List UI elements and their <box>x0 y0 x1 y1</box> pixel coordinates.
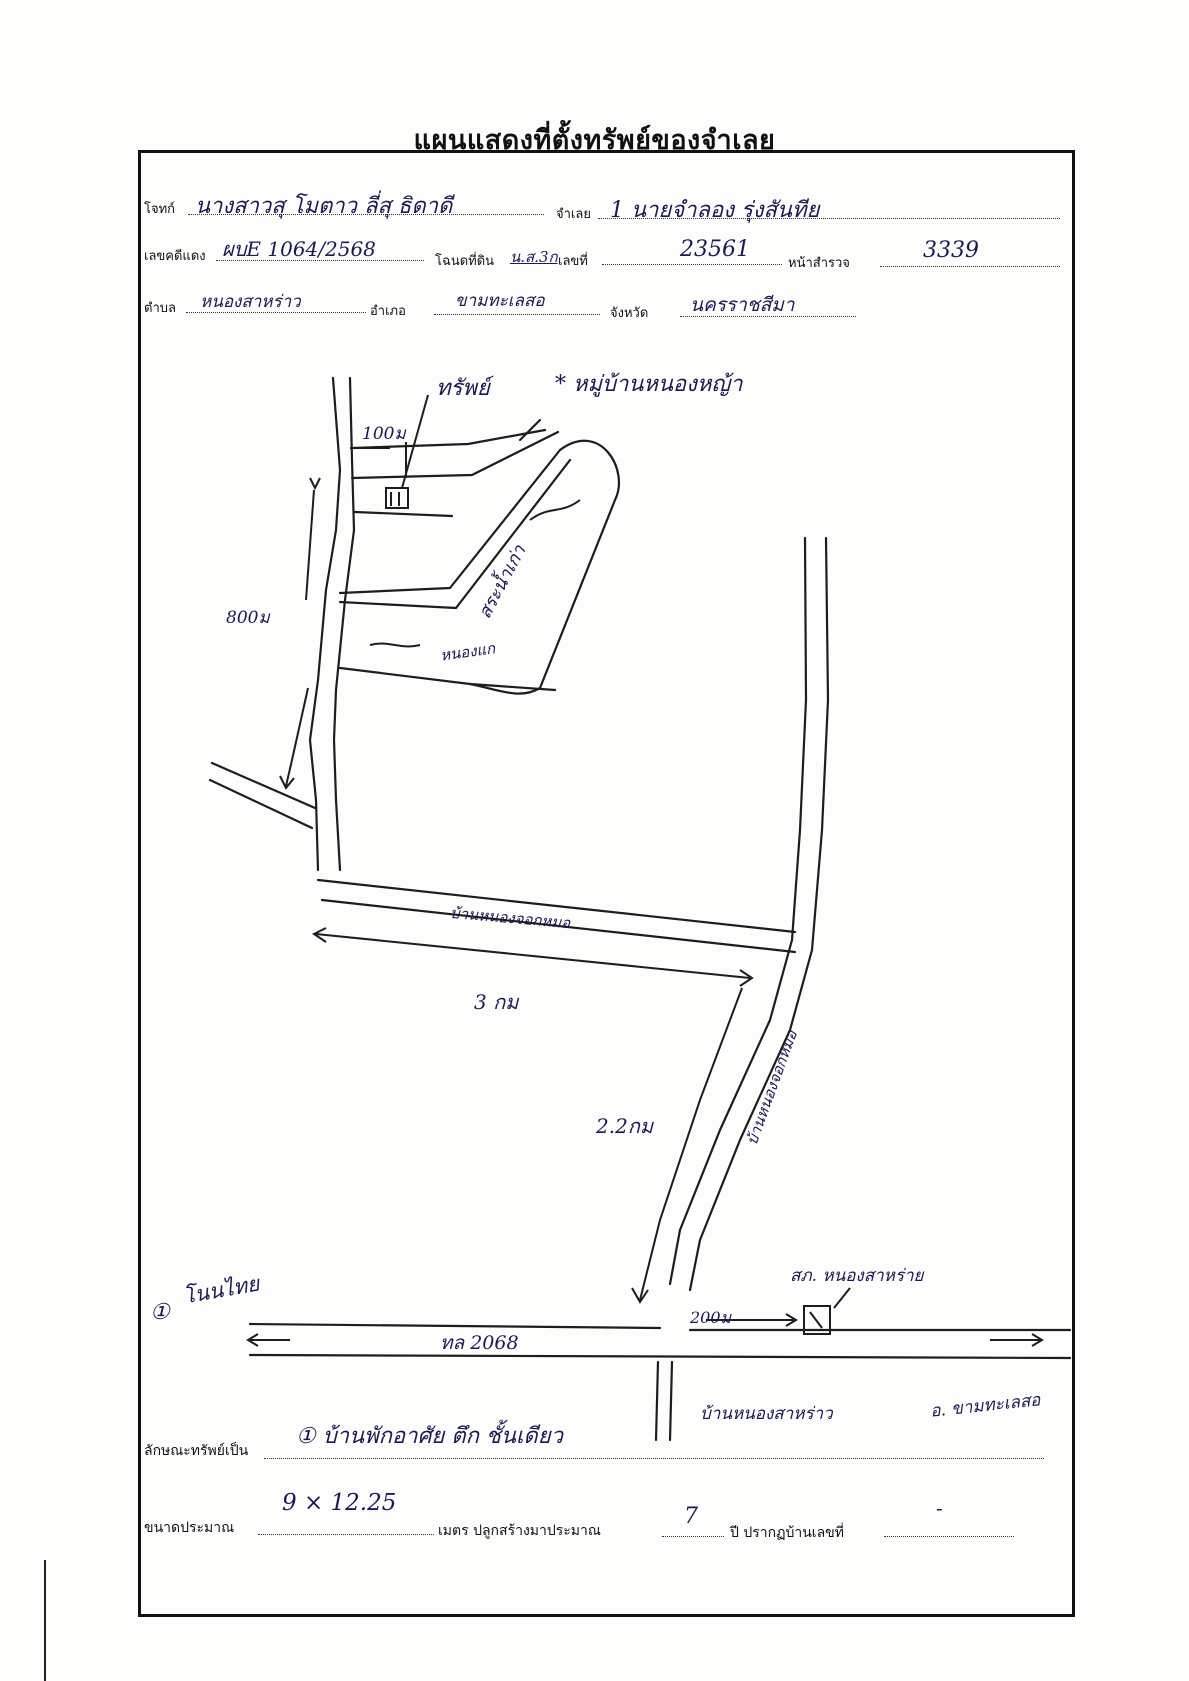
label-property: ทรัพย์ <box>436 376 490 401</box>
province-label: จังหวัด <box>610 306 649 321</box>
years-dots <box>662 1536 724 1537</box>
case-label: เลขคดีแดง <box>144 249 206 264</box>
type-value: ① บ้านพักอาศัย ตึก ชั้นเดียว <box>296 1424 563 1449</box>
case-value: ผบE 1064/2568 <box>222 237 376 261</box>
case-dots <box>216 260 424 261</box>
year-label: ปี ปรากฏบ้านเลขที่ <box>730 1525 844 1541</box>
province-value: นครราชสีมา <box>690 294 795 316</box>
district-dots <box>434 314 600 315</box>
number-label: เลขที่ <box>558 254 588 269</box>
subdistrict-value: หนองสาหร่าว <box>200 292 301 312</box>
province-dots <box>680 316 856 317</box>
years-value: 7 <box>684 1504 698 1529</box>
meter-label: เมตร ปลูกสร้างมาประมาณ <box>438 1523 601 1539</box>
label-dist-100: 100ม <box>362 424 406 444</box>
label-dist-3km: 3 กม <box>474 990 519 1014</box>
deed-type: น.ส.3ก <box>510 248 558 266</box>
size-dots <box>258 1534 434 1535</box>
number-dots <box>602 264 782 265</box>
label-school: สภ. หนองสาหร่าย <box>790 1266 924 1286</box>
deed-label: โฉนดที่ดิน <box>435 254 495 269</box>
number-value: 23561 <box>680 237 750 262</box>
map-frame <box>138 150 1075 1617</box>
label-west-marker: ① <box>150 1300 170 1325</box>
label-village-south: บ้านหนองสาหร่าว <box>700 1404 833 1424</box>
size-value: 9 × 12.25 <box>282 1490 397 1516</box>
plaintiff-value: นางสาวสุ โมตาว ลี่สุ ธิดาดี <box>195 194 453 219</box>
survey-value: 3339 <box>923 238 979 263</box>
label-village: * หมู่บ้านหนองหญ้า <box>555 372 743 397</box>
subdistrict-dots <box>186 312 366 313</box>
label-highway: ทล 2068 <box>440 1332 519 1354</box>
plaintiff-label: โจทก์ <box>144 202 176 217</box>
label-dist-800: 800ม <box>226 608 270 628</box>
type-label: ลักษณะทรัพย์เป็น <box>144 1443 249 1459</box>
plaintiff-dots <box>188 214 544 215</box>
house-no-value: - <box>936 1496 943 1520</box>
subdistrict-label: ตำบล <box>144 301 176 316</box>
survey-label: หน้าสำรวจ <box>788 256 850 271</box>
district-label: อำเภอ <box>370 304 406 319</box>
defendant-label: จำเลย <box>556 207 591 222</box>
label-dist-2-2km: 2.2กม <box>596 1114 654 1138</box>
size-label: ขนาดประมาณ <box>144 1520 235 1536</box>
defendant-value: 1 นายจำลอง รุ่งสันทีย <box>610 198 820 223</box>
district-value: ขามทะเลสอ <box>455 291 545 311</box>
label-dist-200: 200ม <box>690 1308 732 1327</box>
type-dots <box>264 1458 1044 1459</box>
survey-dots <box>880 266 1060 267</box>
house-no-dots <box>884 1536 1014 1537</box>
scan-edge <box>44 1560 46 1681</box>
defendant-dots <box>598 218 1060 219</box>
